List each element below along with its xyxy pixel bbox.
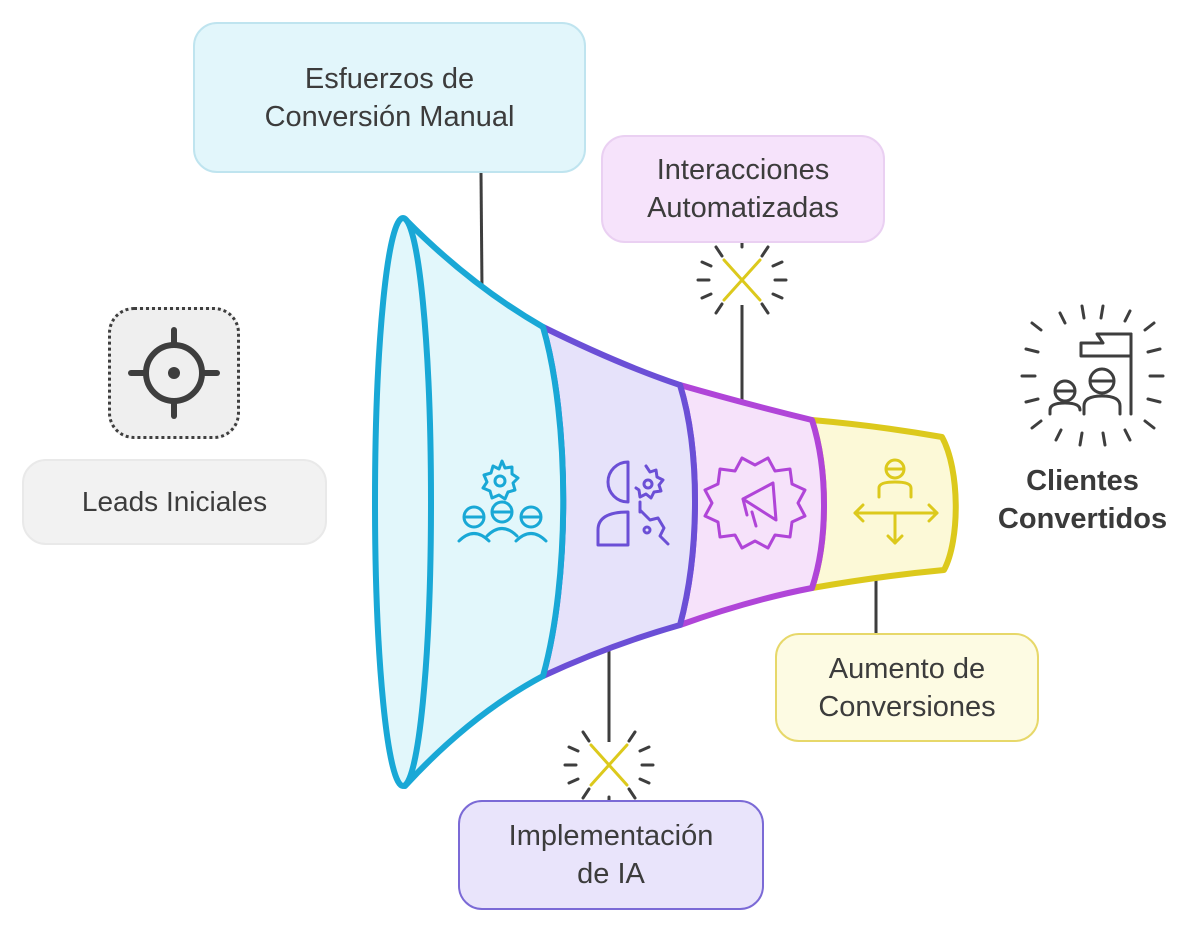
label-converted-clients: Clientes Convertidos bbox=[985, 462, 1180, 538]
label-conversion-increase-line1: Aumento de bbox=[828, 652, 986, 685]
label-manual-efforts-line1: Esfuerzos de bbox=[304, 62, 475, 95]
megaphone-gear-icon bbox=[703, 456, 807, 550]
head-gear-icon bbox=[596, 460, 670, 547]
person-arrows-icon bbox=[853, 458, 939, 545]
label-automated-interactions-line2: Automatizadas bbox=[647, 192, 839, 224]
label-automated-interactions: Interacciones Automatizadas bbox=[601, 135, 885, 243]
funnel-segment-conversion bbox=[809, 417, 959, 591]
target-icon bbox=[128, 327, 220, 419]
label-converted-clients-line1: Clientes bbox=[1026, 465, 1139, 497]
label-conversion-increase: Aumento de Conversiones bbox=[775, 633, 1039, 742]
connector-manual bbox=[479, 172, 484, 290]
label-initial-leads: Leads Iniciales bbox=[22, 459, 327, 545]
label-ai-implementation-line2: de IA bbox=[577, 858, 645, 890]
label-ai-implementation: Implementación de IA bbox=[458, 800, 764, 910]
label-manual-efforts: Esfuerzos de Conversión Manual bbox=[193, 22, 586, 173]
label-manual-efforts-line2: Conversión Manual bbox=[264, 100, 515, 133]
label-conversion-increase-line2: Conversiones bbox=[818, 690, 996, 723]
label-ai-implementation-line1: Implementación bbox=[508, 820, 714, 852]
funnel-mouth bbox=[372, 215, 434, 789]
label-converted-clients-line2: Convertidos bbox=[997, 503, 1168, 535]
label-initial-leads-text: Leads Iniciales bbox=[81, 486, 268, 517]
spark-x-icon bbox=[696, 234, 788, 326]
spark-x-icon bbox=[563, 719, 655, 808]
flag-people-icon bbox=[1020, 304, 1165, 447]
team-gear-icon bbox=[457, 459, 548, 543]
leads-icon-container bbox=[108, 307, 240, 439]
label-automated-interactions-line1: Interacciones bbox=[656, 154, 830, 186]
funnel-segment-manual bbox=[402, 216, 567, 789]
